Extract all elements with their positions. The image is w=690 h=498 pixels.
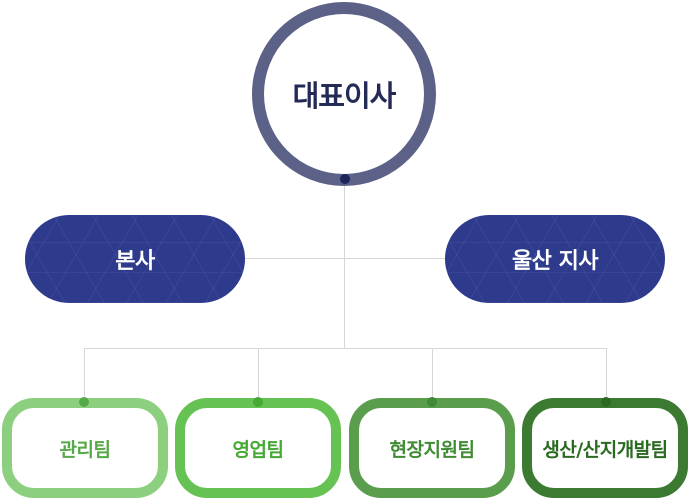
ceo-label: 대표이사 [292,79,397,113]
ceo-node: 대표이사 [252,2,436,186]
team-connector-dot [79,397,89,407]
connector-team-4 [606,348,607,400]
team-connector-dot [253,397,263,407]
connector-horizontal-teams [84,348,607,349]
connector-team-1 [84,348,85,400]
team-label: 관리팀 [59,438,111,461]
connector-horizontal-branches [244,258,446,259]
team-label: 영업팀 [232,438,284,461]
branch-label: 본사 [115,249,155,274]
branch-node-headquarters: 본사 [25,215,245,303]
branch-label: 울산 지사 [511,249,599,274]
branch-node-ulsan: 울산 지사 [445,215,665,303]
ceo-connector-dot [340,174,350,184]
connector-team-3 [432,348,433,400]
team-connector-dot [427,397,437,407]
team-connector-dot [601,397,611,407]
team-label: 현장지원팀 [389,438,475,461]
team-node-production-development: 생산/산지개발팀 [522,398,688,498]
connector-team-2 [258,348,259,400]
connector-vertical-main [344,182,345,349]
team-node-management: 관리팀 [2,398,168,498]
team-node-sales: 영업팀 [175,398,341,498]
team-label: 생산/산지개발팀 [542,438,668,461]
team-node-field-support: 현장지원팀 [349,398,515,498]
